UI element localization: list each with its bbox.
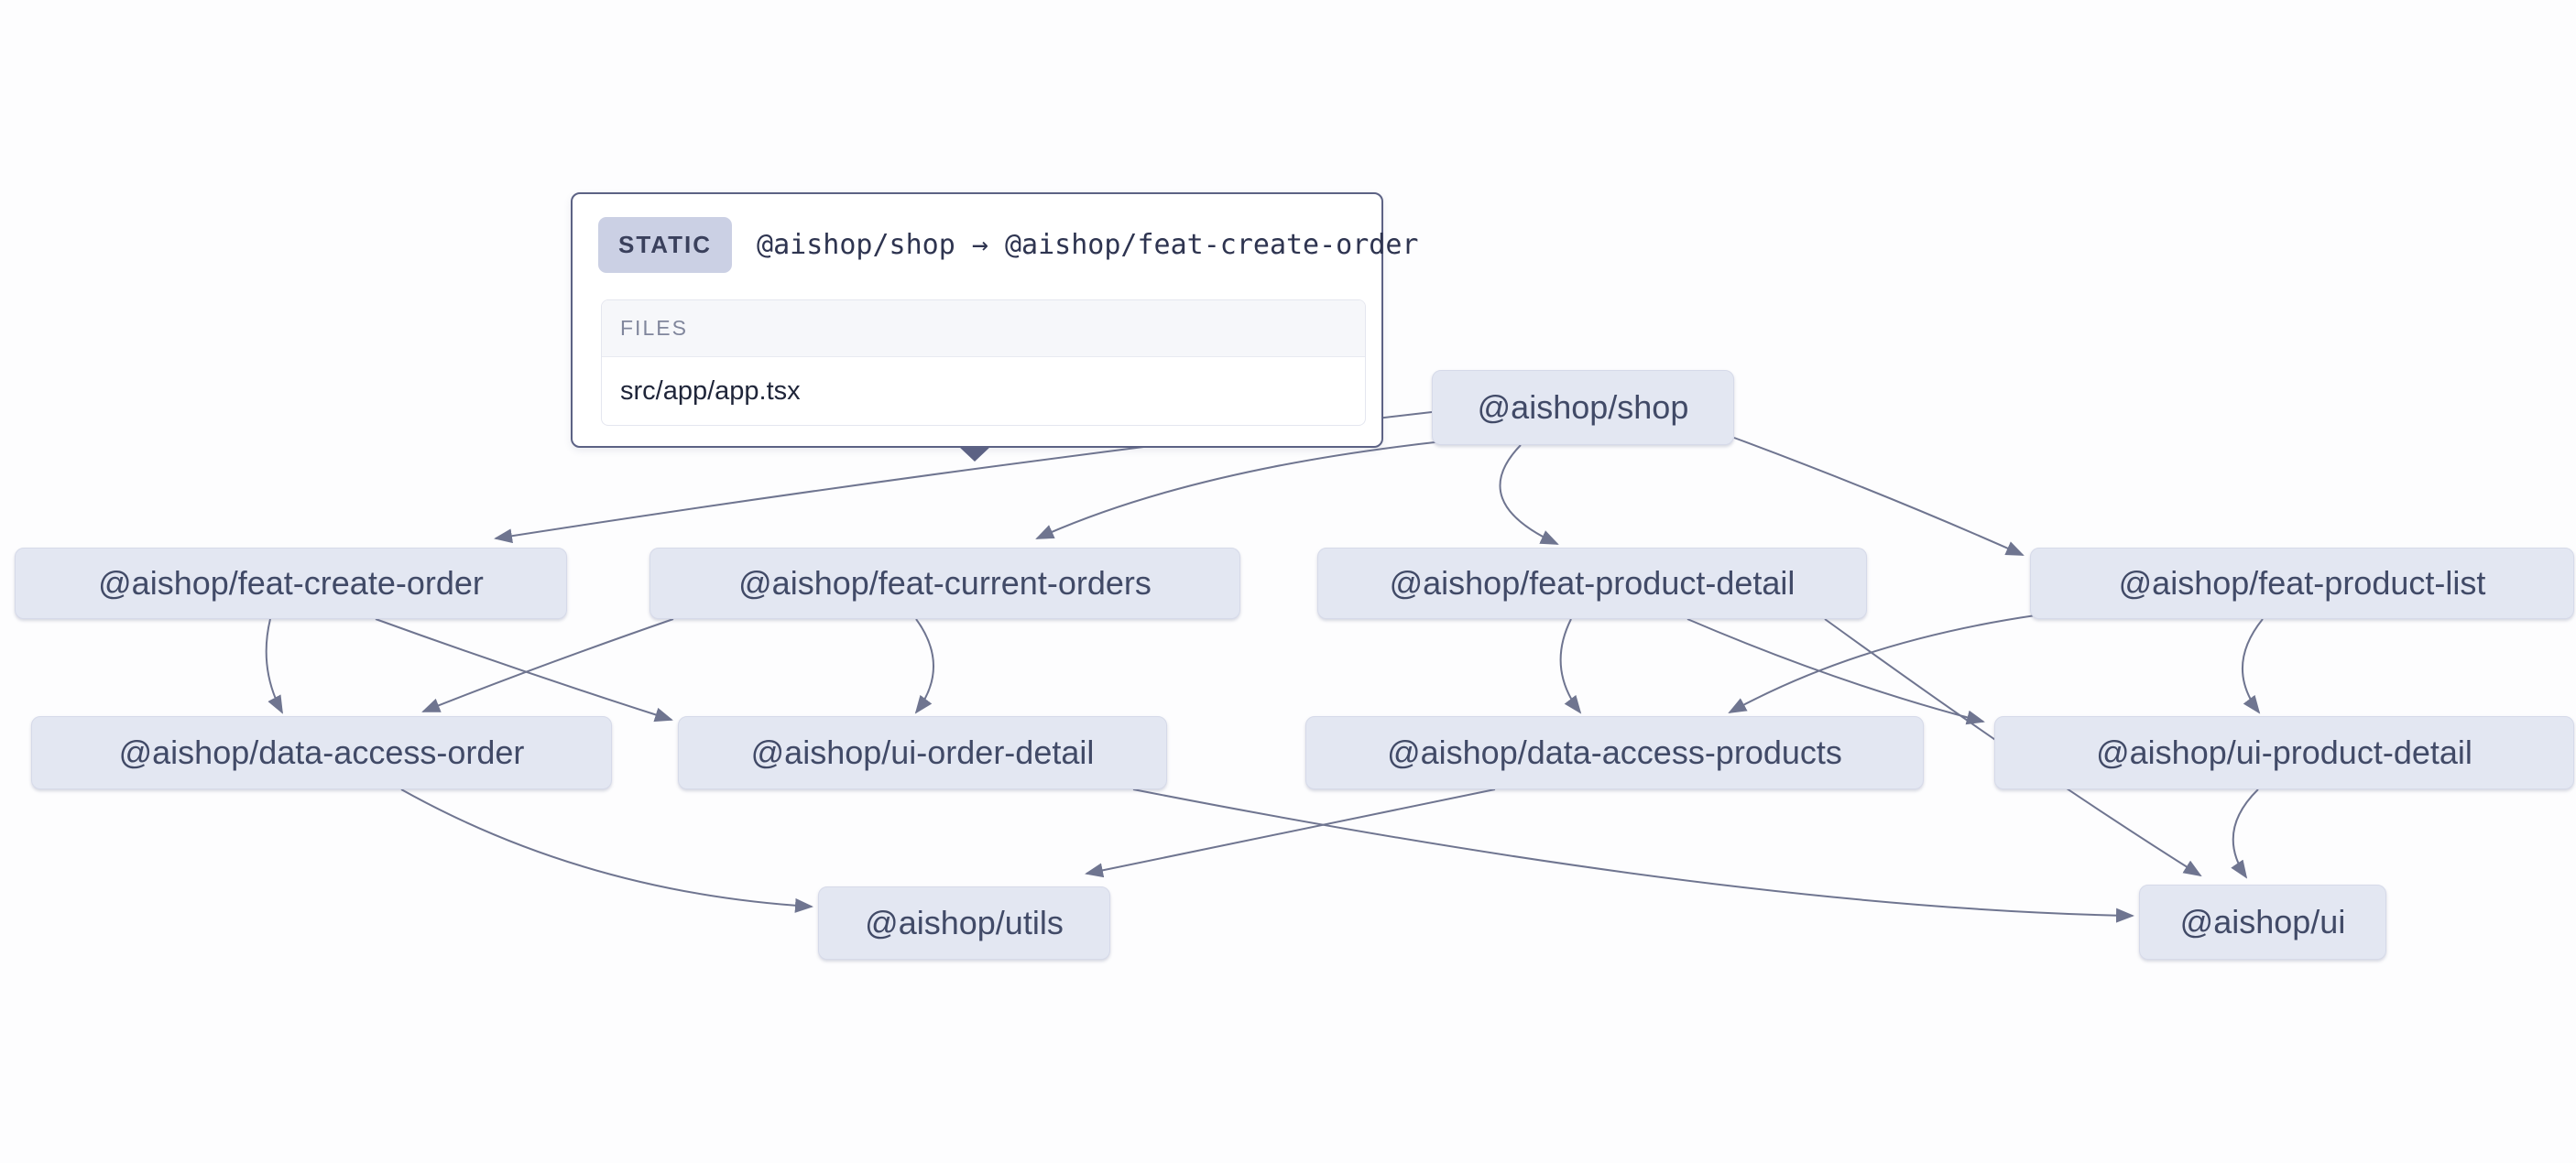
edge-feat-product-list-ui-product-detail[interactable] — [2241, 618, 2264, 714]
node-utils[interactable]: @aishop/utils — [818, 886, 1110, 960]
tooltip-caret — [958, 446, 991, 462]
edge-feat-product-list-data-access-products[interactable] — [1728, 614, 2036, 713]
edge-feat-create-order-ui-order-detail[interactable] — [375, 618, 673, 723]
file-path: src/app/app.tsx — [620, 375, 801, 406]
node-feat-create-order[interactable]: @aishop/feat-create-order — [15, 548, 567, 619]
node-label: @aishop/shop — [1477, 388, 1689, 426]
node-feat-product-detail[interactable]: @aishop/feat-product-detail — [1317, 548, 1867, 619]
node-label: @aishop/ui-product-detail — [2096, 734, 2472, 771]
edge-feat-product-detail-ui-product-detail[interactable] — [1686, 618, 1985, 725]
edge-type-badge: STATIC — [598, 217, 733, 273]
edge-feat-current-orders-data-access-order[interactable] — [421, 618, 674, 712]
edges-layer — [265, 411, 2264, 923]
node-label: @aishop/feat-product-list — [2118, 564, 2486, 602]
node-label: @aishop/data-access-products — [1387, 734, 1842, 771]
node-label: @aishop/feat-current-orders — [738, 564, 1152, 602]
edge-ui-product-detail-ui[interactable] — [2231, 788, 2259, 879]
edge-feat-product-detail-data-access-products[interactable] — [1559, 618, 1582, 714]
edge-ui-order-detail-ui[interactable] — [1132, 788, 2134, 923]
node-label: @aishop/feat-create-order — [98, 564, 484, 602]
node-ui[interactable]: @aishop/ui — [2139, 885, 2386, 960]
edge-shop-feat-current-orders[interactable] — [1035, 440, 1444, 539]
node-label: @aishop/data-access-order — [118, 734, 525, 771]
edge-feat-current-orders-ui-order-detail[interactable] — [914, 618, 934, 714]
node-label: @aishop/feat-product-detail — [1389, 564, 1796, 602]
edge-tooltip: STATIC @aishop/shop → @aishop/feat-creat… — [571, 192, 1419, 462]
edge-shop-feat-product-detail[interactable] — [1499, 444, 1559, 545]
node-data-access-order[interactable]: @aishop/data-access-order — [31, 716, 612, 789]
node-label: @aishop/utils — [865, 904, 1064, 941]
node-shop[interactable]: @aishop/shop — [1432, 370, 1734, 445]
edge-shop-feat-product-list[interactable] — [1733, 437, 2025, 556]
node-feat-current-orders[interactable]: @aishop/feat-current-orders — [649, 548, 1240, 619]
node-feat-product-list[interactable]: @aishop/feat-product-list — [2030, 548, 2574, 619]
edge-data-access-order-utils[interactable] — [400, 788, 813, 913]
files-header-label: FILES — [602, 300, 1365, 357]
node-label: @aishop/ui-order-detail — [750, 734, 1095, 771]
edge-feat-create-order-data-access-order[interactable] — [265, 618, 283, 714]
tooltip-header: STATIC @aishop/shop → @aishop/feat-creat… — [573, 194, 1419, 273]
edge-data-access-products-utils[interactable] — [1085, 788, 1496, 878]
node-data-access-products[interactable]: @aishop/data-access-products — [1305, 716, 1924, 789]
files-box: FILES src/app/app.tsx — [601, 299, 1366, 426]
edge-title: @aishop/shop → @aishop/feat-create-order — [757, 229, 1419, 261]
node-ui-order-detail[interactable]: @aishop/ui-order-detail — [678, 716, 1167, 789]
node-ui-product-detail[interactable]: @aishop/ui-product-detail — [1994, 716, 2574, 789]
node-label: @aishop/ui — [2179, 903, 2346, 940]
